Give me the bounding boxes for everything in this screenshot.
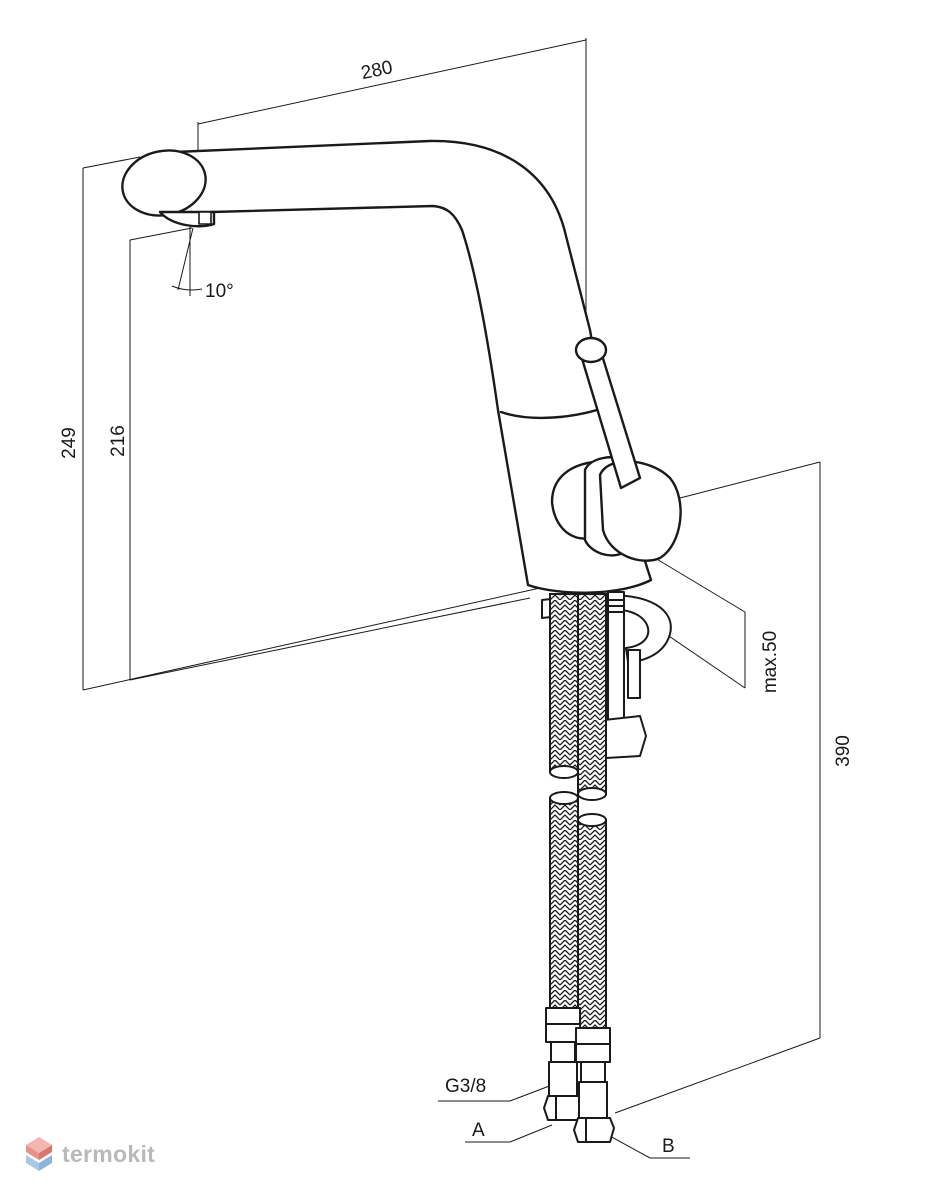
termokit-logo-icon: [26, 1137, 52, 1171]
dim-10deg-label: 10°: [205, 281, 234, 302]
dim-249-ext-bottom: [82, 587, 541, 691]
faucet-spout-body: [168, 139, 653, 594]
dim-max50-ext-top: [649, 554, 746, 613]
hose-fittings: [543, 1007, 615, 1143]
hose-a-break-top: [549, 765, 579, 779]
thread-label: G3/8: [445, 1076, 486, 1097]
termokit-logo: termokit: [24, 1136, 155, 1172]
dim-390-label: 390: [833, 735, 854, 767]
hose-b-upper: [577, 593, 607, 795]
dim-216-ext-top: [129, 227, 193, 241]
clamp-upright: [627, 649, 641, 699]
hose-a-lower: [549, 797, 579, 1011]
dim-249-label: 249: [59, 427, 80, 459]
dim-216-ext-bottom: [129, 597, 531, 681]
leader-g38: [509, 1084, 553, 1102]
hose-a-break-bottom: [549, 791, 579, 805]
lever-stick-top: [574, 336, 608, 364]
lever-handle: [550, 336, 682, 562]
hose-b-neck: [580, 1061, 606, 1083]
dim-10deg-arc: [171, 285, 203, 291]
hose-b-break-bottom: [577, 813, 607, 827]
aerator-outlet: [198, 211, 212, 225]
dim-216-label: 216: [108, 425, 129, 457]
hose-a-sleeve: [548, 1061, 578, 1097]
hose-a-neck: [550, 1041, 576, 1063]
flexible-hoses: [549, 593, 607, 1033]
leader-a: [509, 1124, 553, 1143]
faucet-body: [121, 139, 653, 594]
dim-10deg-tilted: [177, 227, 194, 291]
dim-max50-label: max.50: [760, 631, 781, 693]
hose-b-label: B: [662, 1136, 675, 1157]
dim-max50-ext-bottom: [662, 631, 746, 689]
dim-280-label: 280: [359, 57, 394, 84]
leader-b: [607, 1134, 651, 1159]
hose-a-label: A: [472, 1120, 485, 1141]
hose-b-nut: [573, 1117, 615, 1143]
hose-b-sleeve: [578, 1081, 608, 1119]
hose-a-upper: [549, 593, 579, 773]
hose-b-break-top: [577, 787, 607, 801]
dimension-lines: [82, 38, 821, 1159]
dim-280-line: [197, 39, 587, 125]
termokit-logo-text: termokit: [62, 1140, 156, 1167]
dim-249-ext-top: [82, 156, 141, 169]
hose-b-lower: [577, 819, 607, 1033]
dim-390-ext-bottom: [614, 1037, 821, 1114]
dim-390-ext-top: [679, 461, 821, 499]
